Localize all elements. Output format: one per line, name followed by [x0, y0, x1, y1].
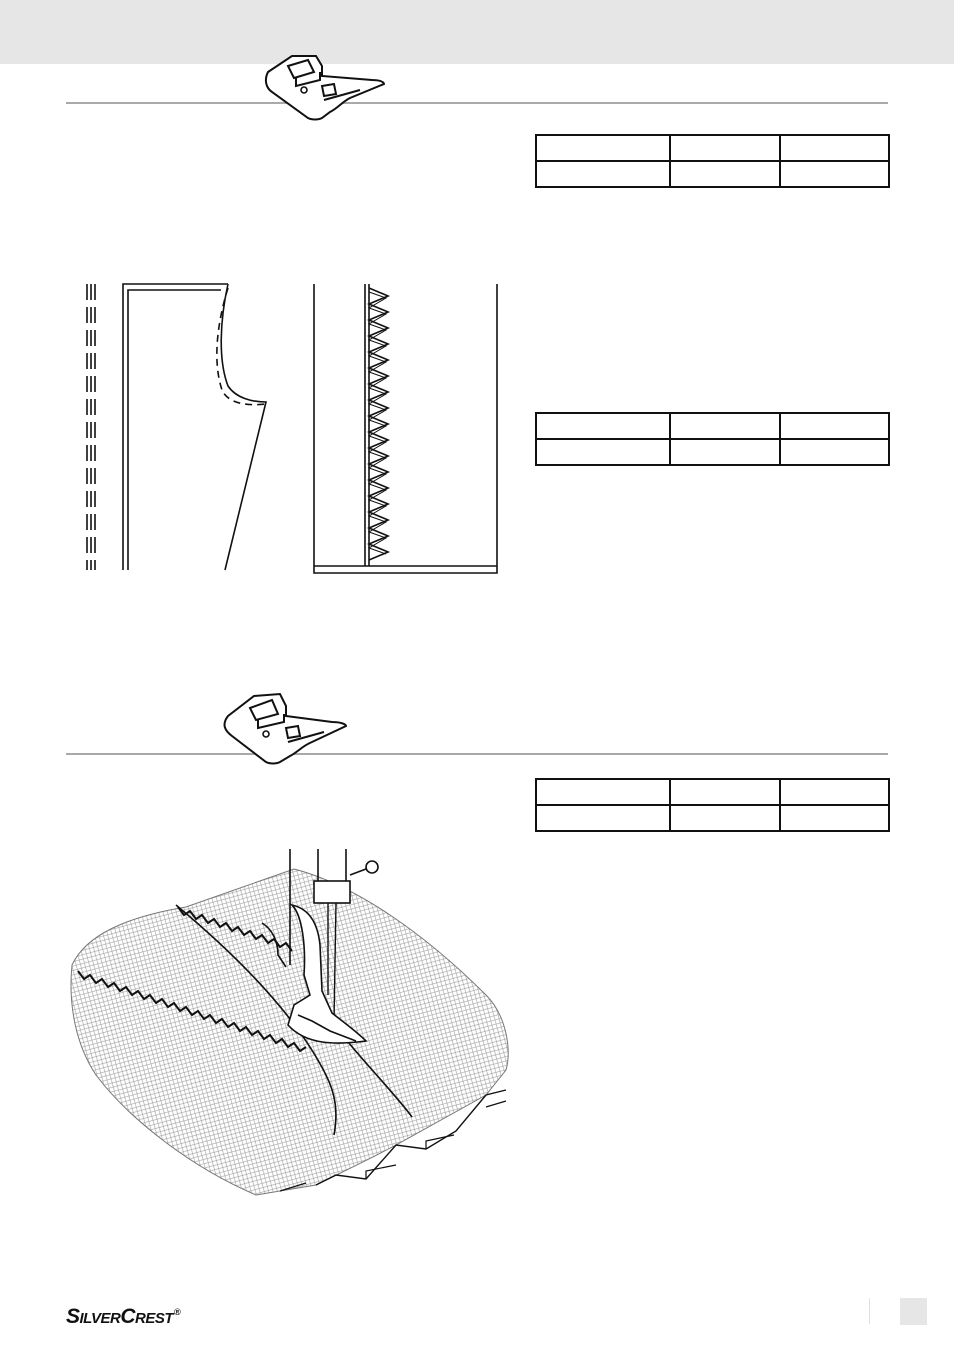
seam-zigzag-illustration	[313, 284, 498, 574]
fabric-pattern-illustration	[86, 283, 268, 571]
presser-foot-icon	[264, 55, 386, 121]
table-cell	[669, 160, 781, 188]
table-cell	[779, 804, 890, 832]
presser-foot-icon	[223, 692, 348, 765]
settings-table-3	[535, 778, 890, 832]
table-cell	[669, 438, 781, 466]
table-cell	[669, 804, 781, 832]
table-cell	[779, 134, 890, 162]
silvercrest-logo: SILVERCREST®	[66, 1305, 181, 1328]
table-cell	[669, 412, 781, 440]
table-cell	[535, 412, 671, 440]
table-cell	[535, 804, 671, 832]
sewing-machine-illustration	[70, 849, 509, 1196]
table-cell	[779, 412, 890, 440]
table-cell	[535, 778, 671, 806]
table-cell	[535, 438, 671, 466]
table-cell	[779, 160, 890, 188]
section-divider	[66, 102, 888, 104]
header-band	[0, 0, 954, 64]
footer-separator	[869, 1298, 870, 1324]
table-cell	[669, 778, 781, 806]
table-cell	[535, 134, 671, 162]
settings-table-1	[535, 134, 890, 188]
page-number-box	[900, 1298, 927, 1325]
table-cell	[669, 134, 781, 162]
settings-table-2	[535, 412, 890, 466]
section-divider	[66, 753, 888, 755]
table-cell	[779, 778, 890, 806]
table-cell	[779, 438, 890, 466]
table-cell	[535, 160, 671, 188]
